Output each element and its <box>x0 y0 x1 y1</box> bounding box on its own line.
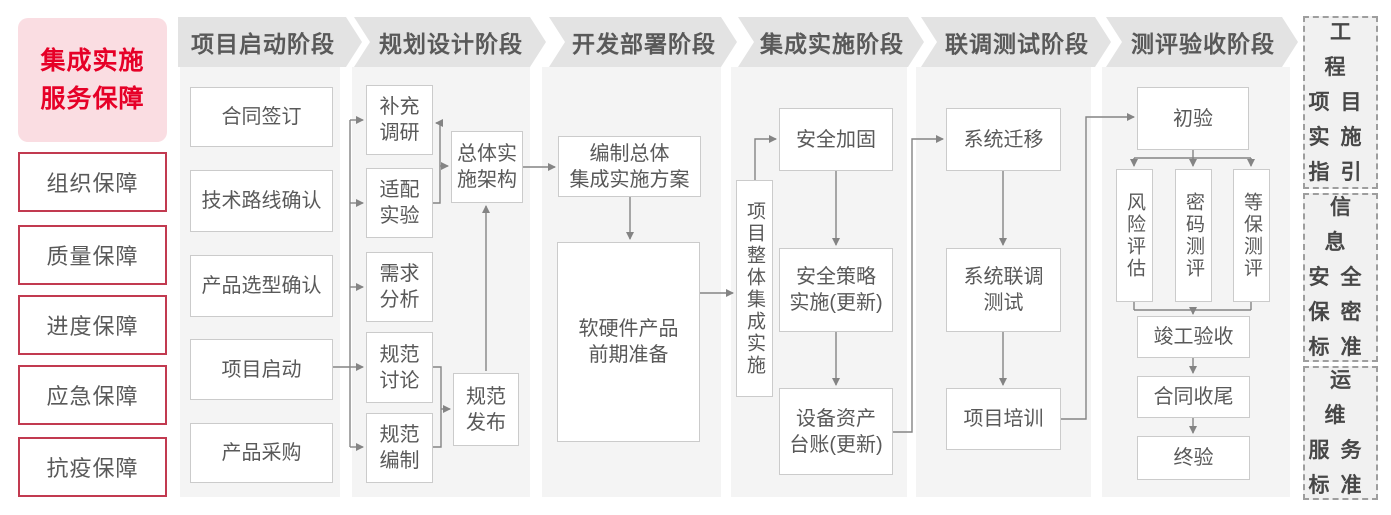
sidebar-item-emergency-guarantee: 应急保障 <box>18 365 167 425</box>
phase-header-integration-implementation: 集成实施阶段 <box>738 17 924 67</box>
node-tech-route-confirmation: 技术路线确认 <box>190 170 333 232</box>
node-completion-acceptance: 竣工验收 <box>1137 316 1250 358</box>
node-spec-discussion: 规范 讨论 <box>366 332 433 403</box>
sidebar-item-schedule-guarantee: 进度保障 <box>18 295 167 355</box>
node-contract-closure: 合同收尾 <box>1137 376 1250 418</box>
standard-info-security-confidentiality-standard: 信息 安全 保密 标准 <box>1303 193 1378 362</box>
diagram-title: 集成实施 服务保障 <box>18 18 167 142</box>
sidebar-item-epidemic-guarantee: 抗疫保障 <box>18 437 167 497</box>
node-final-acceptance: 终验 <box>1137 436 1250 480</box>
node-system-migration: 系统迁移 <box>946 108 1061 171</box>
node-system-joint-debugging-test: 系统联调 测试 <box>946 248 1061 332</box>
node-spec-compilation: 规范 编制 <box>366 413 433 483</box>
node-contract-signing: 合同签订 <box>190 87 333 147</box>
phase-header-development-deployment: 开发部署阶段 <box>549 17 737 67</box>
node-product-selection-confirmation: 产品选型确认 <box>190 255 333 317</box>
node-hw-sw-preparation: 软硬件产品 前期准备 <box>557 242 700 442</box>
node-security-hardening: 安全加固 <box>779 108 893 171</box>
node-preliminary-acceptance: 初验 <box>1137 87 1249 150</box>
node-risk-assessment: 风险评估 <box>1116 169 1153 302</box>
phase-header-evaluation-acceptance: 测评验收阶段 <box>1106 17 1298 67</box>
sidebar-item-quality-guarantee: 质量保障 <box>18 225 167 285</box>
node-requirement-analysis: 需求 分析 <box>366 252 433 322</box>
node-supplementary-research: 补充 调研 <box>366 85 433 155</box>
node-classified-protection-evaluation: 等保测评 <box>1233 169 1270 302</box>
node-overall-integration-plan: 编制总体 集成实施方案 <box>558 136 701 197</box>
node-equipment-asset-ledger: 设备资产 台账(更新) <box>779 388 893 475</box>
node-product-procurement: 产品采购 <box>190 423 333 483</box>
node-overall-implementation-architecture: 总体实 施架构 <box>451 131 523 203</box>
phase-header-planning-design: 规划设计阶段 <box>354 17 546 67</box>
phase-header-joint-debugging-test: 联调测试阶段 <box>921 17 1111 67</box>
sidebar-item-organization-guarantee: 组织保障 <box>18 152 167 212</box>
phase-header-project-kickoff: 项目启动阶段 <box>178 17 362 67</box>
node-project-kickoff: 项目启动 <box>190 339 333 400</box>
node-adaptation-experiment: 适配 实验 <box>366 168 433 238</box>
standard-ops-service-standard: 运维 服务 标准 <box>1303 366 1378 500</box>
node-spec-release: 规范 发布 <box>453 373 519 446</box>
node-project-training: 项目培训 <box>946 388 1061 450</box>
standard-engineering-project-implementation-guide: 工程 项目 实施 指引 <box>1303 16 1378 189</box>
node-password-evaluation: 密码测评 <box>1175 169 1212 302</box>
node-security-policy-implementation: 安全策略 实施(更新) <box>779 248 893 332</box>
node-project-overall-integration: 项目整体集成实施 <box>736 180 773 397</box>
